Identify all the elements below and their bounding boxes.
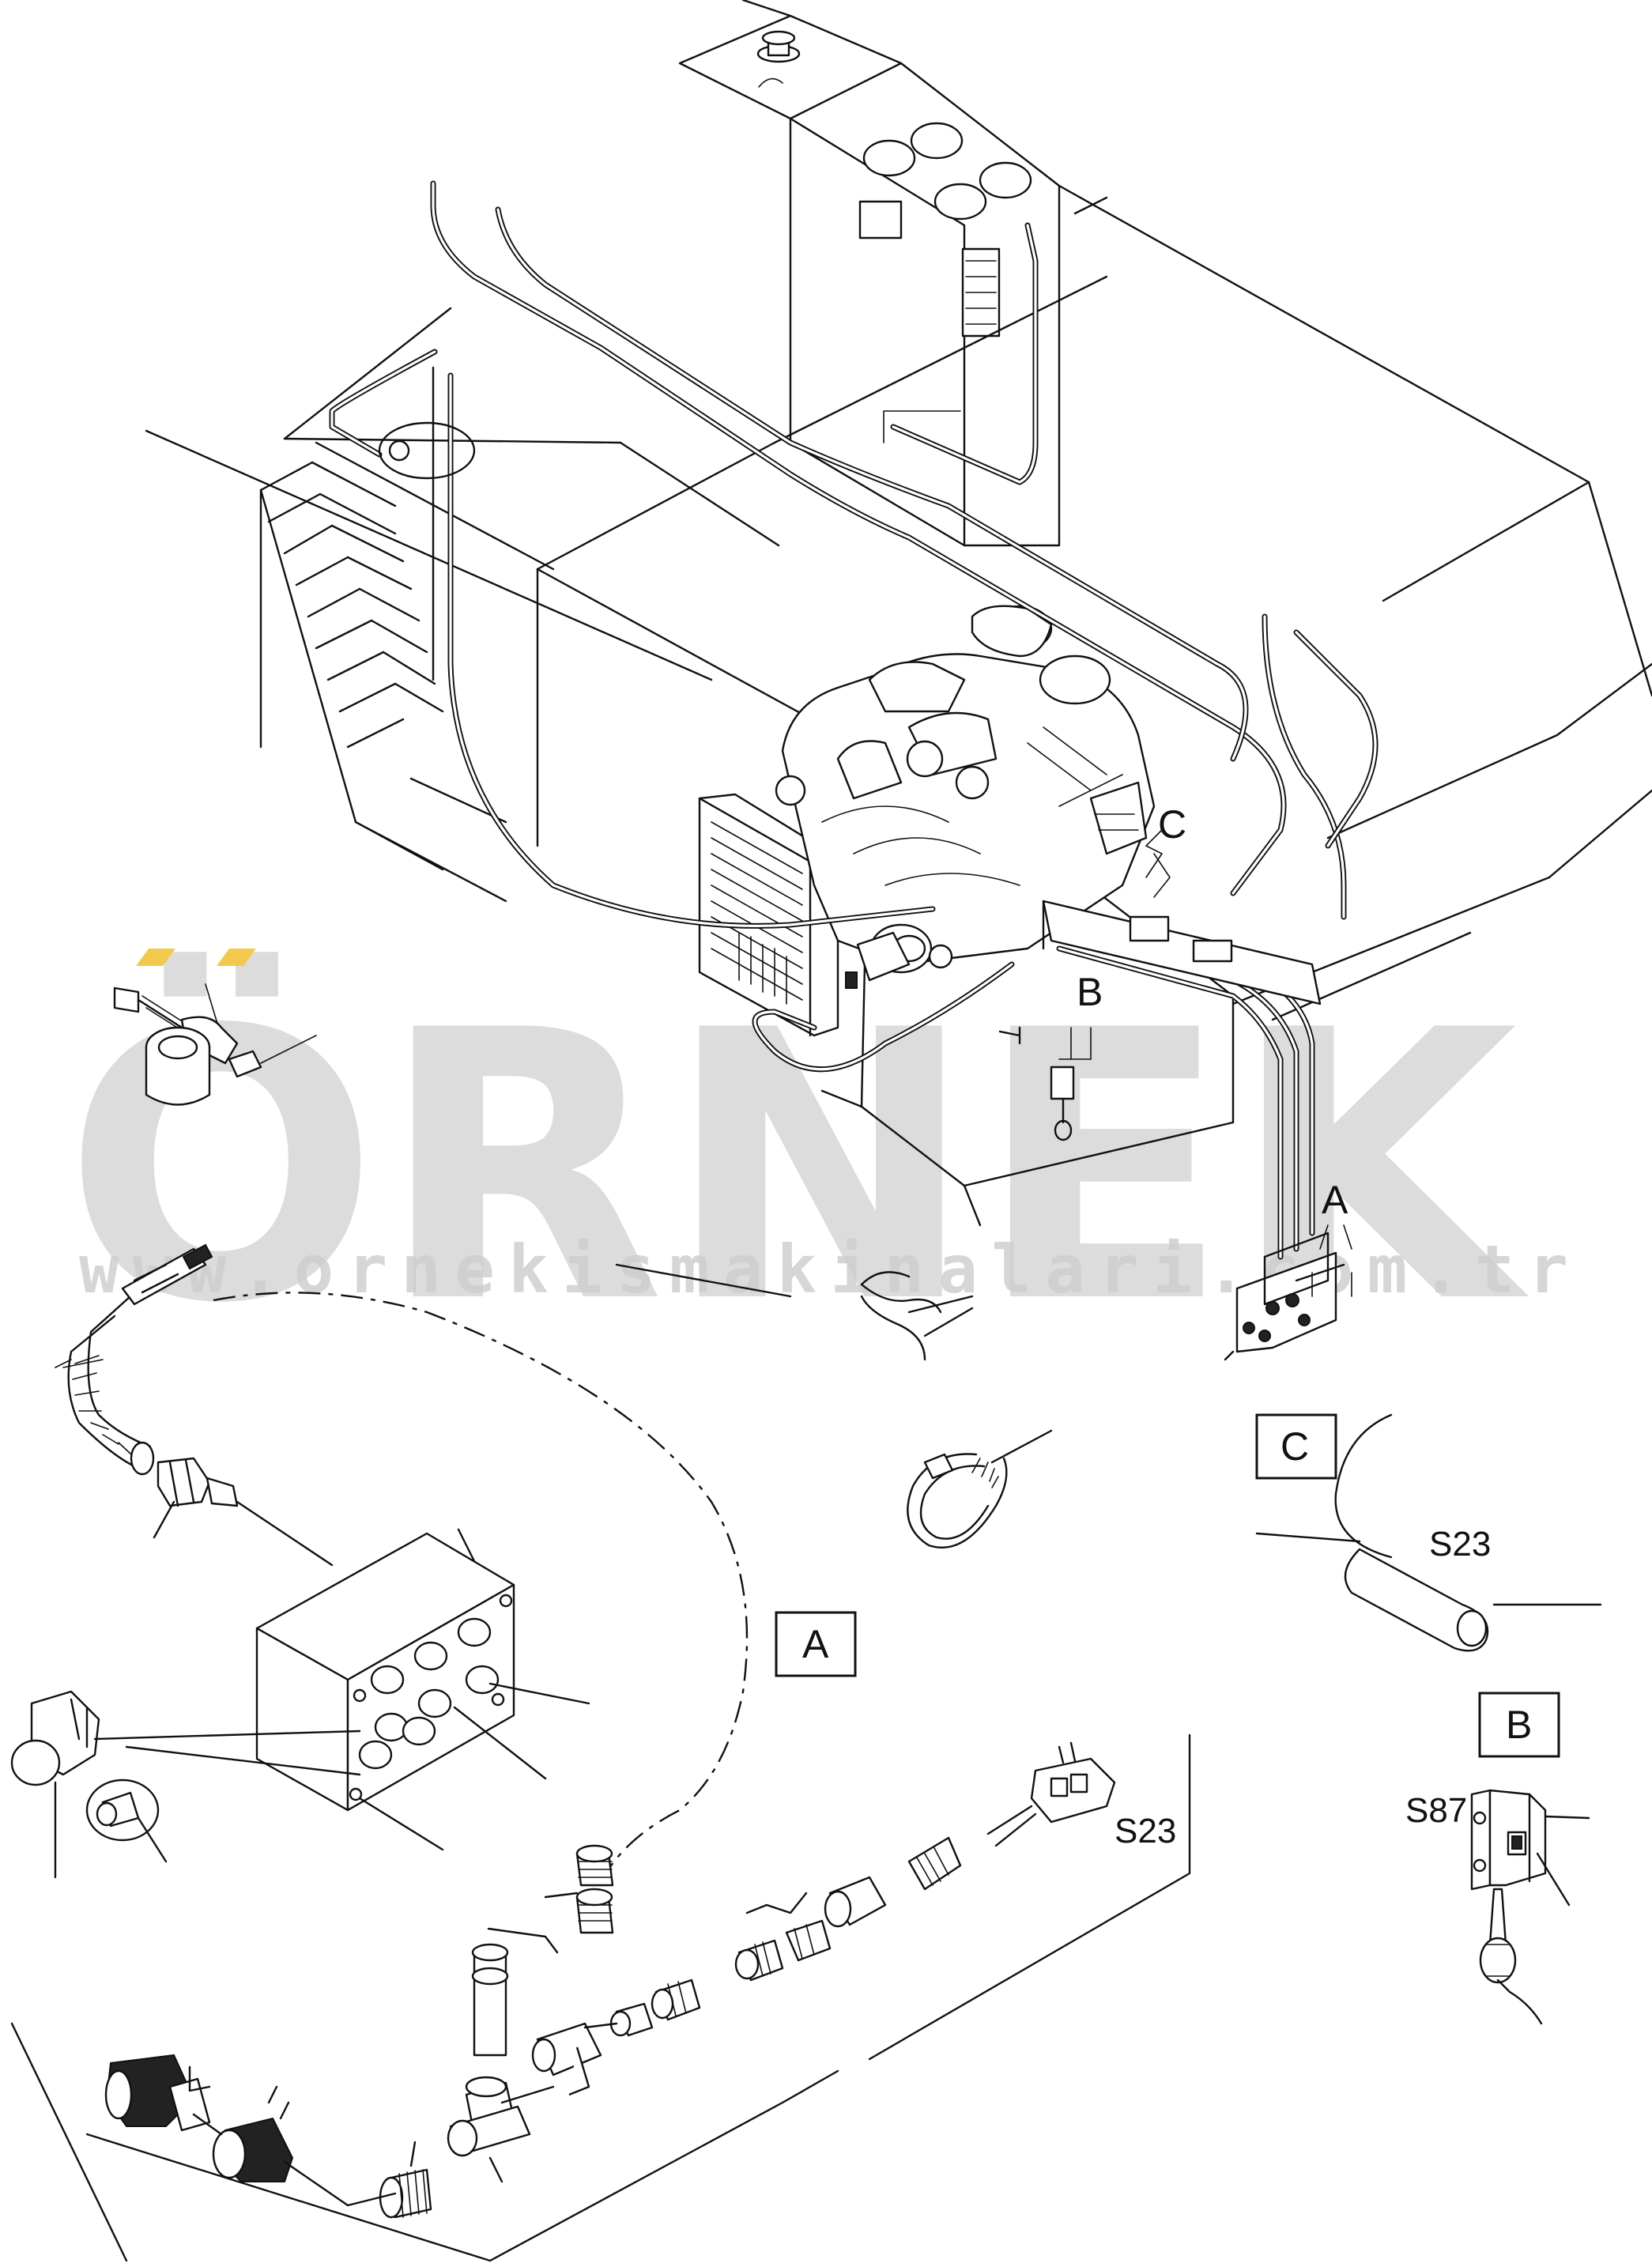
- cable-harness-main: [329, 180, 1379, 1260]
- callout-leaders: [1058, 829, 1352, 1297]
- callout-c-box: C: [1280, 1424, 1309, 1469]
- callout-b-main: B: [1077, 970, 1103, 1014]
- deflector: [860, 1295, 974, 1361]
- label-s87: S87: [1405, 1791, 1467, 1830]
- connector-chain: [104, 1836, 962, 2219]
- clamp-bolt-part: [113, 983, 317, 1106]
- callout-c-main: C: [1158, 802, 1186, 847]
- cable-tie: [907, 1429, 1053, 1549]
- callout-a-box: A: [802, 1622, 829, 1666]
- radiator: [698, 793, 839, 1037]
- sensor-b-main: [998, 1026, 1075, 1141]
- detail-c: C S23: [1255, 1413, 1602, 1652]
- engine: [775, 605, 1156, 989]
- watermark-dot-left: [136, 949, 175, 966]
- callout-a-main: A: [1322, 1178, 1348, 1222]
- watermark-dot-right: [217, 949, 256, 966]
- label-s23-harness: S23: [1115, 1812, 1176, 1850]
- callout-box-a: [775, 1611, 857, 1677]
- label-s23-inset: S23: [1429, 1525, 1491, 1564]
- callout-b-box: B: [1506, 1703, 1532, 1747]
- callout-box-c: [1255, 1413, 1337, 1480]
- detail-b: B S87: [1405, 1692, 1590, 2025]
- detail-a: A: [10, 1243, 1191, 2262]
- callout-box-b: [1478, 1692, 1560, 1758]
- panel-a-assembly: [1224, 1232, 1345, 1361]
- junction-box-gauges: [349, 1594, 513, 1801]
